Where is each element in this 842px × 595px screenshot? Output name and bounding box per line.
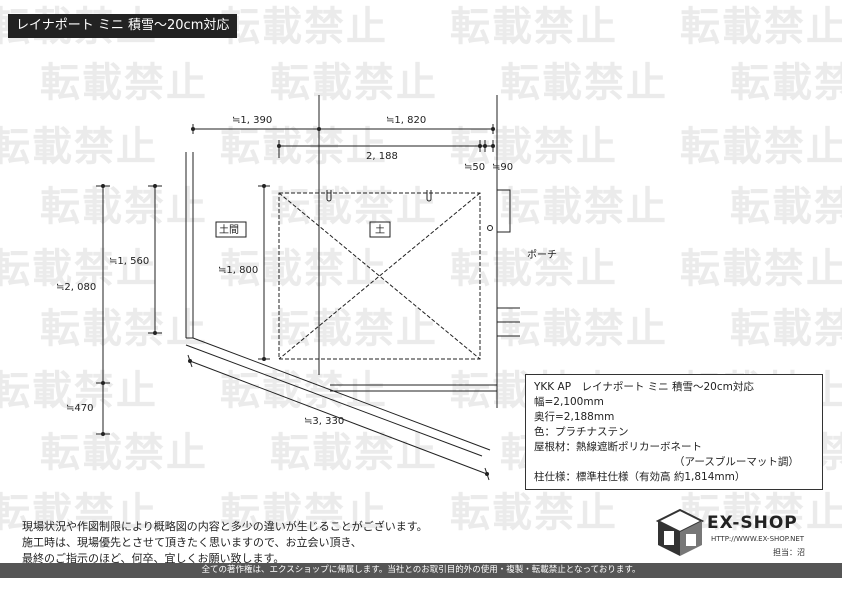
watermark-text: 転載禁止 [0, 490, 158, 536]
dim-label-1820: ≒1, 820 [386, 115, 426, 126]
floor-plan-drawing: ≒1, 390 ≒1, 820 2, 188 ≒50 ≒90 ≒1, 560 ≒… [56, 95, 557, 481]
watermark-text: 転載禁止 [680, 490, 842, 536]
watermark-text: 転載禁止 [40, 430, 208, 476]
note-line: 現場状況や作図制限により概略図の内容と多少の違いが生じることがございます。 [22, 520, 428, 533]
watermark-text: 転載禁止 [680, 124, 842, 170]
watermark-text: 転載禁止 [730, 306, 842, 352]
logo-name: EX-SHOP [707, 513, 798, 533]
spec-product: YKK AP レイナポート ミニ 積雪～20cm対応 [534, 381, 754, 393]
watermark-text: 転載禁止 [40, 60, 208, 106]
page-title: レイナポート ミニ 積雪～20cm対応 [8, 14, 238, 38]
spec-depth: 奥行=2,188mm [534, 411, 615, 423]
spec-roof: 屋根材：熱線遮断ポリカーボネート [534, 441, 702, 453]
carport-roof-outline [278, 192, 481, 360]
label-box-tsuchi [369, 221, 391, 238]
label-box-doma [215, 221, 247, 238]
notes: 現場状況や作図制限により概略図の内容と多少の違いが生じることがございます。 施工… [22, 519, 428, 567]
watermark-text: 転載禁止 [40, 306, 208, 352]
spec-width: 幅=2,100mm [534, 396, 604, 408]
watermark-text: 転載禁止 [680, 4, 842, 50]
dim-label-50: ≒50 [464, 162, 485, 173]
slope-boundary-2 [185, 344, 483, 457]
watermark-text: 転載禁止 [0, 368, 158, 414]
watermark-text: 転載禁止 [680, 246, 842, 292]
cube-logo-icon [655, 508, 705, 556]
dim-line-3330 [189, 360, 488, 475]
dim-label-2080: ≒2, 080 [56, 282, 96, 293]
dim-label-1800: ≒1, 800 [218, 265, 258, 276]
slope-boundary-1 [192, 337, 491, 451]
copyright-footer: 全ての著作権は、エクスショップに帰属します。当社とのお取引目的外の使用・複製・転… [0, 563, 842, 578]
watermark-text: 転載禁止 [220, 490, 388, 536]
watermark-text: 転載禁止 [500, 306, 668, 352]
dim-label-2188: 2, 188 [366, 151, 398, 162]
watermark-text: 転載禁止 [450, 246, 618, 292]
room-label-porch: ポーチ [527, 249, 557, 261]
staff-name: 担当：沼 [773, 548, 805, 557]
watermark-text: 転載禁止 [450, 490, 618, 536]
porch-step [497, 189, 511, 233]
watermark-text: 転載禁止 [0, 124, 158, 170]
watermark-text: 転載禁止 [450, 124, 618, 170]
logo-url: HTTP://WWW.EX-SHOP.NET [711, 535, 805, 543]
dim-label-90: ≒90 [492, 162, 513, 173]
room-label-doma: 土間 [219, 223, 239, 236]
spec-box: YKK AP レイナポート ミニ 積雪～20cm対応 幅=2,100mm 奥行=… [525, 374, 823, 490]
exshop-logo: EX-SHOP HTTP://WWW.EX-SHOP.NET 担当：沼 [655, 507, 825, 559]
spec-pillar: 柱仕様：標準柱仕様（有効高 約1,814mm） [534, 471, 746, 483]
watermark-text: 転載禁止 [730, 60, 842, 106]
watermark-text: 転載禁止 [220, 246, 388, 292]
watermark-text: 転載禁止 [220, 124, 388, 170]
room-label-tsuchi: 土 [375, 223, 385, 236]
note-line: 施工時は、現場優先とさせて頂きたく思いますので、お立会い頂き、 [22, 536, 362, 549]
spec-color: 色：プラチナステン [534, 426, 629, 438]
dim-label-470: ≒470 [66, 403, 93, 414]
watermark-text: 転載禁止 [270, 306, 438, 352]
watermark-text: 転載禁止 [500, 184, 668, 230]
watermark-text: 転載禁止 [500, 60, 668, 106]
watermark-text: 転載禁止 [40, 184, 208, 230]
watermark-text: 転載禁止 [730, 184, 842, 230]
note-line: 最終のご指示のほど、何卒、宜しくお願い致します。 [22, 552, 285, 565]
watermark-text: 転載禁止 [220, 4, 388, 50]
spec-roof-sub: （アースブルーマット調） [674, 456, 799, 468]
watermark-text: 転載禁止 [450, 4, 618, 50]
watermark-text: 転載禁止 [270, 184, 438, 230]
watermark-text: 転載禁止 [0, 246, 158, 292]
watermark-text: 転載禁止 [270, 430, 438, 476]
watermark-text: 転載禁止 [270, 60, 438, 106]
dim-label-3330: ≒3, 330 [304, 416, 344, 427]
dim-label-1560: ≒1, 560 [109, 256, 149, 267]
dim-label-1390: ≒1, 390 [232, 115, 272, 126]
